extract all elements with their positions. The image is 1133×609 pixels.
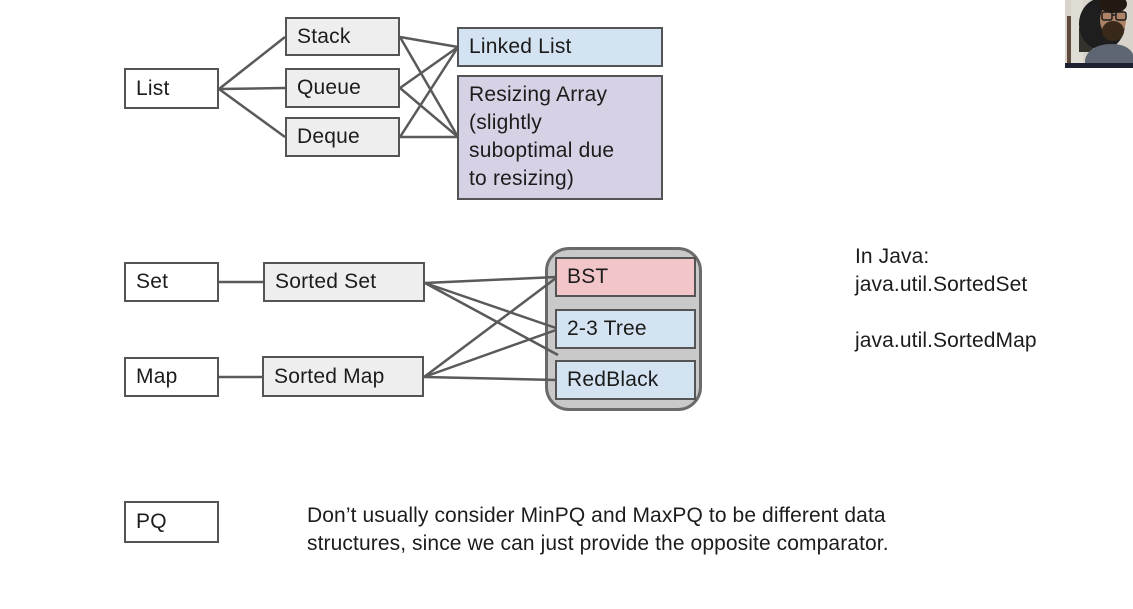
redblack-box: RedBlack <box>555 360 696 400</box>
hair <box>1099 0 1127 13</box>
map-box: Map <box>124 357 219 397</box>
line-stack-resizingarray <box>398 36 460 138</box>
sorted-map-box: Sorted Map <box>262 356 424 397</box>
line-queue-linkedlist <box>399 45 459 90</box>
webcam-thumbnail <box>1065 0 1133 68</box>
line-sortedset-bst <box>424 275 557 285</box>
java-note: In Java: java.util.SortedSet java.util.S… <box>855 245 1037 352</box>
pq-box: PQ <box>124 501 219 543</box>
set-box: Set <box>124 262 219 302</box>
line-queue-resizingarray <box>399 87 459 138</box>
pq-note: Don’t usually consider MinPQ and MaxPQ t… <box>307 504 889 555</box>
sorted-set-box: Sorted Set <box>263 262 425 302</box>
line-sortedmap-23tree <box>423 328 557 379</box>
glasses-icon <box>1101 11 1127 21</box>
line-sortedmap-redblack <box>423 375 557 382</box>
line-list-queue <box>218 86 286 91</box>
linked-list-box: Linked List <box>457 27 663 67</box>
line-sortedset-23tree <box>424 281 557 330</box>
resizing-array-box: Resizing Array (slightly suboptimal due … <box>457 75 663 200</box>
beard <box>1102 21 1124 41</box>
line-sortedmap-bst <box>423 277 557 378</box>
bst-box: BST <box>555 257 696 297</box>
webcam-video <box>1065 0 1133 68</box>
shirt <box>1085 44 1133 68</box>
line-list-stack <box>218 36 286 90</box>
two-three-tree-box: 2-3 Tree <box>555 309 696 349</box>
webcam-bottom-strip <box>1065 63 1133 68</box>
door-frame <box>1067 16 1071 63</box>
queue-box: Queue <box>285 68 400 108</box>
line-deque-linkedlist <box>398 46 460 138</box>
stack-box: Stack <box>285 17 400 56</box>
deque-box: Deque <box>285 117 400 157</box>
line-sortedset-redblack <box>424 281 559 357</box>
line-stack-linkedlist <box>399 35 459 49</box>
list-box: List <box>124 68 219 109</box>
line-list-deque <box>218 87 286 139</box>
